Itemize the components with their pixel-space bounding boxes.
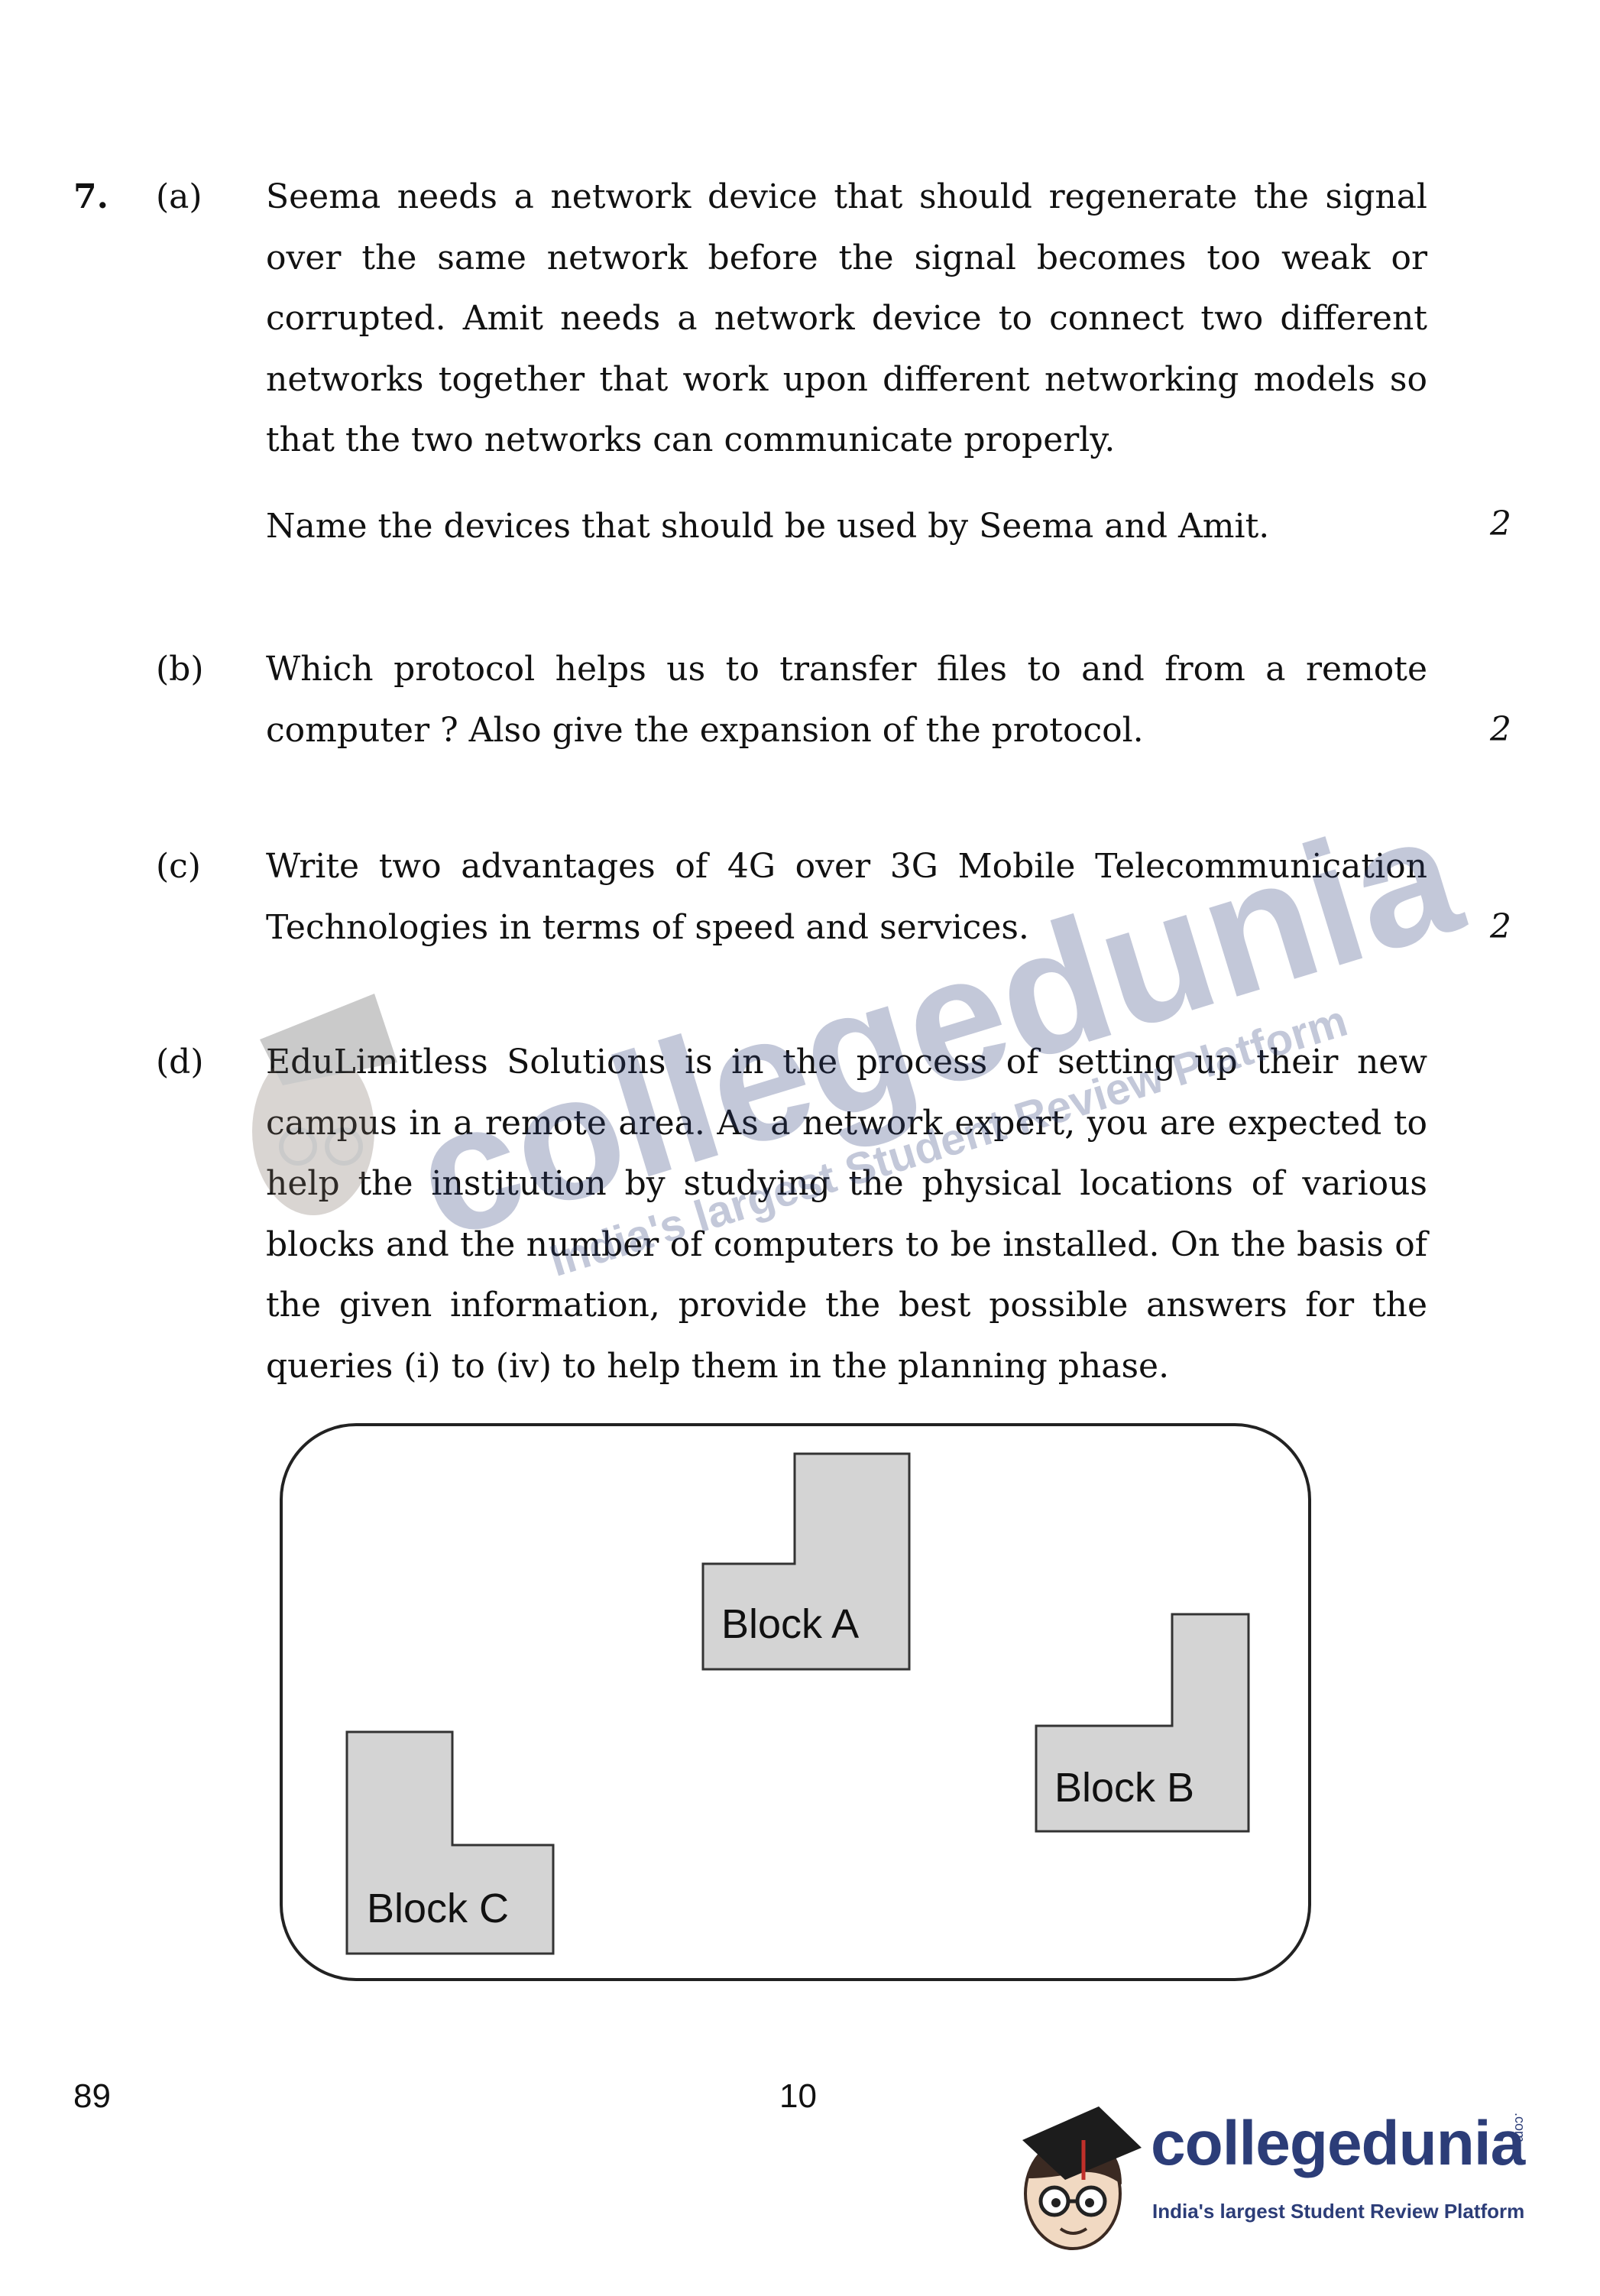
part-c-line: Technologies in terms of speed and servi… [266,907,1029,947]
part-b-line: Which protocol helps us to transfer file… [266,650,1427,689]
collegedunia-logo: collegedunia .com India's largest Studen… [1007,2094,1542,2270]
part-d-label: (d) [156,1043,204,1082]
part-a-line: Seema needs a network device that should… [266,177,1427,216]
part-d-line: help the institution by studying the phy… [266,1164,1427,1203]
block-c-shape [345,1730,555,1955]
part-c-line: Write two advantages of 4G over 3G Mobil… [266,847,1427,886]
logo-domain: .com [1512,2113,1527,2143]
logo-wordmark: collegedunia [1151,2109,1525,2178]
block-b-label: Block B [1054,1765,1195,1811]
part-b-label: (b) [156,650,204,689]
block-a-shape [701,1452,911,1671]
question-number: 7. [73,177,109,216]
part-d-line: queries (i) to (iv) to help them in the … [266,1346,1170,1386]
part-d-line: campus in a remote area. As a network ex… [266,1103,1427,1143]
part-d-line: EduLimitless Solutions is in the process… [266,1043,1427,1082]
block-a-label: Block A [721,1601,860,1647]
mascot-icon [1022,2106,1142,2250]
part-a-line: networks together that work upon differe… [266,359,1427,399]
part-d-text: EduLimitless Solutions is in the process… [266,1032,1427,1396]
paper-code: 89 [73,2077,111,2115]
part-b-line: computer ? Also give the expansion of th… [266,710,1144,750]
part-c-marks: 2 [1490,907,1511,946]
part-d-line: the given information, provide the best … [266,1286,1427,1325]
part-a-marks: 2 [1490,504,1511,543]
part-a-instruction: Name the devices that should be used by … [266,507,1270,546]
campus-blocks-svg [345,1452,1250,1955]
part-b-marks: 2 [1490,710,1511,749]
block-b-shape [1035,1613,1250,1833]
part-a-text: Seema needs a network device that should… [266,167,1427,471]
part-b-text: Which protocol helps us to transfer file… [266,639,1427,760]
part-c-label: (c) [156,847,201,886]
part-a-line: corrupted. Amit needs a network device t… [266,299,1427,338]
part-a-label: (a) [156,177,202,216]
part-a-line: that the two networks can communicate pr… [266,420,1116,459]
part-c-text: Write two advantages of 4G over 3G Mobil… [266,836,1427,958]
part-a-line: over the same network before the signal … [266,238,1427,277]
block-c-label: Block C [367,1886,510,1931]
page-number: 10 [779,2077,817,2115]
part-d-line: blocks and the number of computers to be… [266,1224,1427,1264]
logo-tagline: India's largest Student Review Platform [1152,2200,1525,2223]
campus-diagram: Block A Block B Block C [280,1423,1311,1981]
